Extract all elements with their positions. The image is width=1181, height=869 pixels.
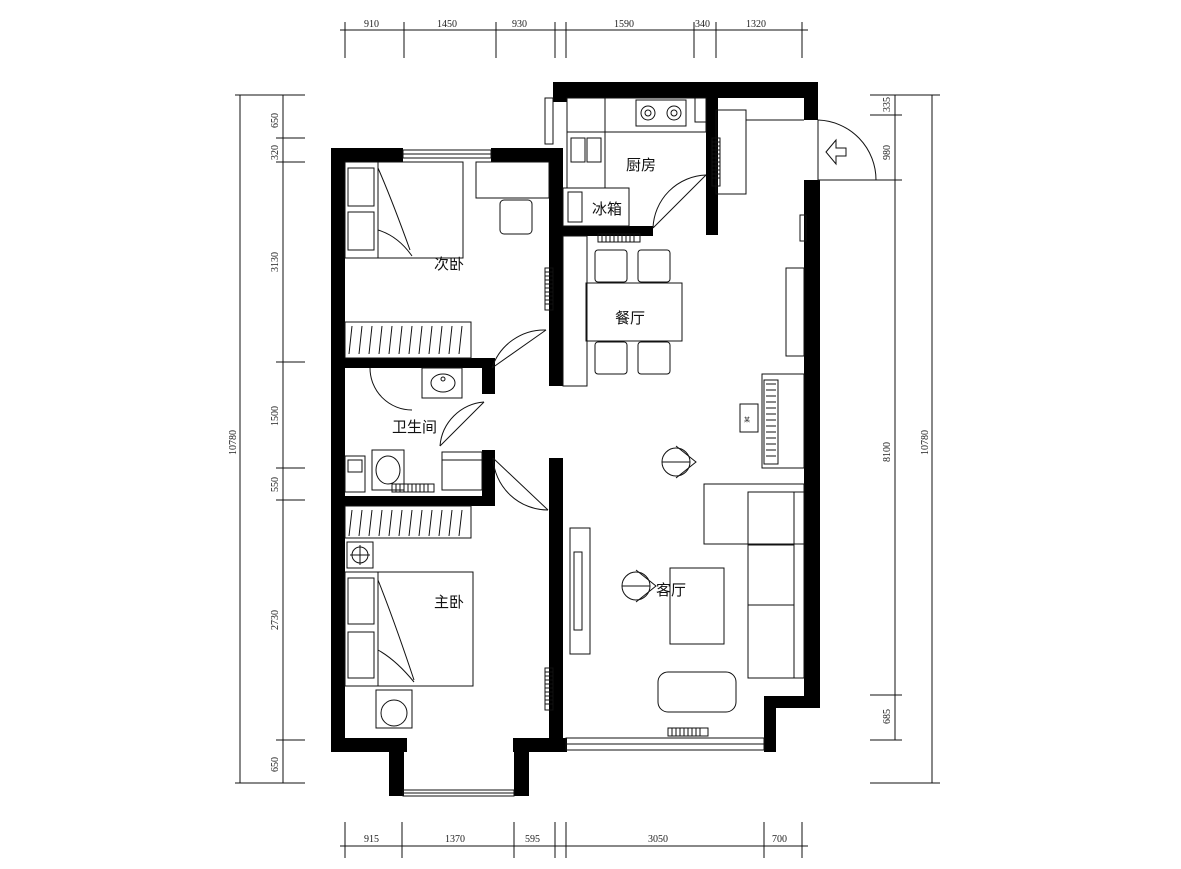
dim-left-6: 2730 — [270, 610, 281, 630]
radiators — [391, 137, 721, 737]
dining-furniture — [562, 235, 683, 387]
dim-top-4: 1590 — [614, 19, 634, 30]
kitchen-furniture — [562, 97, 707, 227]
dim-bottom-2: 1370 — [445, 834, 465, 845]
label-fridge: 冰箱 — [592, 200, 622, 218]
label-master-bedroom: 主卧 — [434, 593, 464, 611]
dim-left-4: 1500 — [270, 406, 281, 426]
dim-left-1: 650 — [270, 113, 281, 128]
dimension-left: 650 320 3130 1500 550 2730 650 10780 — [228, 94, 305, 784]
dim-right-3: 8100 — [882, 442, 893, 462]
dim-left-5: 550 — [270, 477, 281, 492]
dim-top-5: 340 — [695, 19, 710, 30]
windows — [402, 97, 765, 797]
dim-top-2: 1450 — [437, 19, 457, 30]
dim-right-4: 685 — [882, 709, 893, 724]
dim-top-3: 930 — [512, 19, 527, 30]
label-dining: 餐厅 — [615, 309, 645, 327]
walls — [331, 82, 820, 796]
master-bedroom-furniture — [344, 505, 474, 729]
dim-left-3: 3130 — [270, 252, 281, 272]
dim-top-6: 1320 — [746, 19, 766, 30]
secondary-bedroom-furniture — [344, 161, 550, 359]
dim-left-7: 650 — [270, 757, 281, 772]
dim-left-2: 320 — [270, 145, 281, 160]
dim-bottom-3: 595 — [525, 834, 540, 845]
dim-right-total: 10780 — [920, 430, 931, 455]
dim-right-2: 980 — [882, 145, 893, 160]
dim-top-1: 910 — [364, 19, 379, 30]
dimension-bottom: 915 1370 595 3050 700 — [340, 822, 808, 858]
label-living-room: 客厅 — [656, 581, 686, 599]
label-secondary-bedroom: 次卧 — [434, 255, 464, 273]
label-bathroom: 卫生间 — [392, 418, 437, 436]
tv-label: 某 — [744, 417, 750, 424]
dimension-top: 910 1450 930 1590 340 1320 — [340, 19, 808, 58]
dimension-right: 335 980 8100 685 10780 — [870, 94, 940, 784]
dim-left-total: 10780 — [228, 430, 239, 455]
doors — [369, 109, 877, 511]
bathroom-fixtures — [344, 367, 483, 493]
dim-bottom-1: 915 — [364, 834, 379, 845]
dim-bottom-4: 3050 — [648, 834, 668, 845]
room-labels: 次卧 厨房 冰箱 餐厅 卫生间 主卧 客厅 — [392, 156, 686, 611]
label-kitchen: 厨房 — [626, 156, 656, 174]
living-room-furniture: 某 — [569, 214, 807, 713]
dim-right-1: 335 — [882, 97, 893, 112]
dim-bottom-5: 700 — [772, 834, 787, 845]
